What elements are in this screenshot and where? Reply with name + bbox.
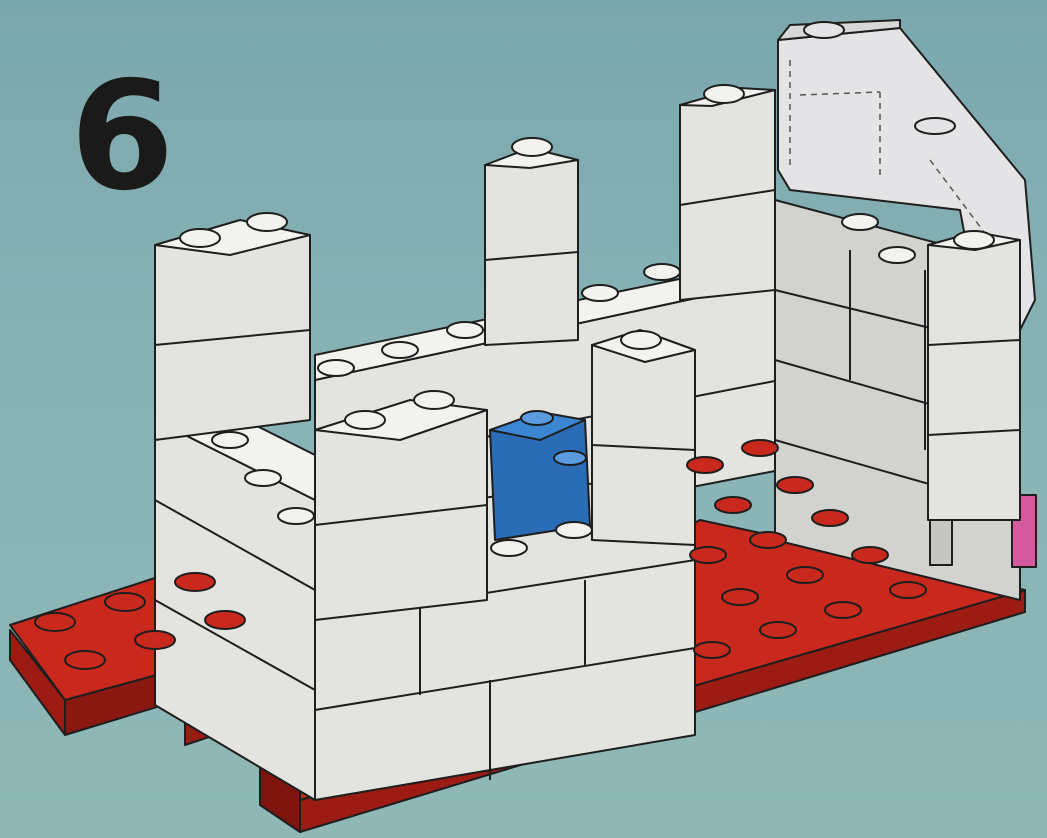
blue-tile-with-studs xyxy=(490,411,590,540)
left-wall xyxy=(155,405,315,800)
front-right-tower xyxy=(592,330,695,545)
back-middle-tower xyxy=(485,148,578,345)
left-tower xyxy=(155,220,310,440)
right-corner-tower xyxy=(928,232,1020,520)
back-right-tower xyxy=(680,88,775,300)
front-left-tower xyxy=(315,400,487,620)
